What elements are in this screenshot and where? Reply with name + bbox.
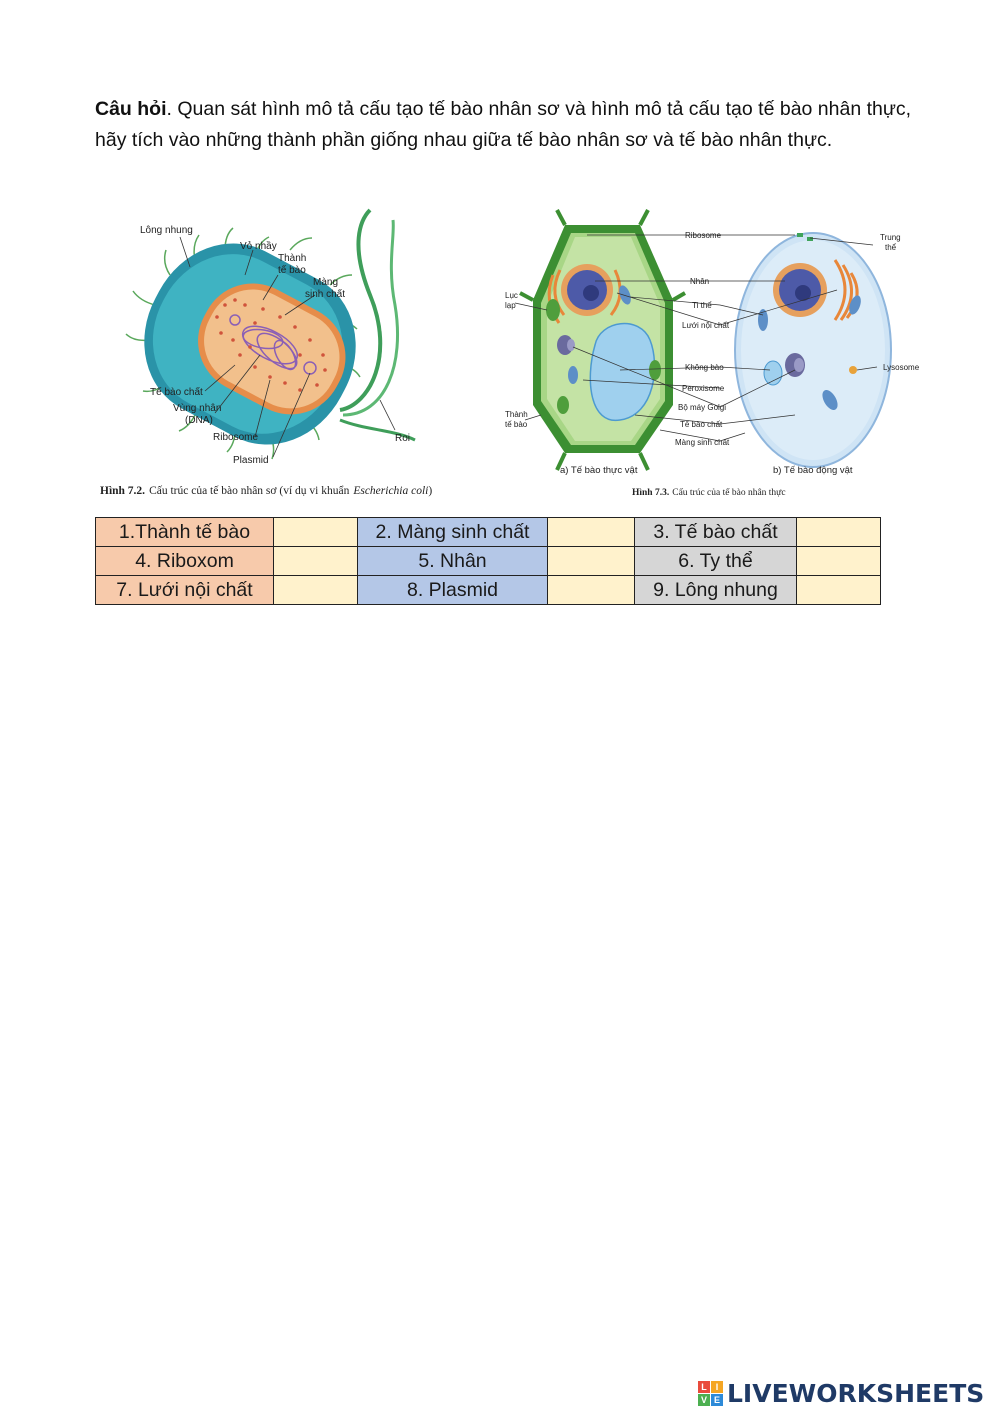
answer-checkbox[interactable] [547,517,635,547]
label-e-golgi: Bộ máy Golgi [678,403,726,412]
label-e-lap: lạp [505,301,516,310]
answer-checkbox[interactable] [796,546,881,576]
table-row: 7. Lưới nội chất 8. Plasmid 9. Lông nhun… [95,575,881,605]
figure-left-caption: Hình 7.2.Cấu trúc của tế bào nhân sơ (ví… [100,484,432,497]
question-text: Câu hỏi. Quan sát hình mô tả cấu tạo tế … [95,94,945,156]
answer-checkbox[interactable] [547,546,635,576]
prokaryote-diagram: Lông nhung Vỏ nhầy Thành tế bào Màng sin… [100,208,432,497]
label-sub-b: b) Tế bào động vật [773,465,853,476]
answer-checkbox[interactable] [273,517,358,547]
label-e-trung: Trung [880,233,901,242]
label-vung-nhan: Vùng nhân [173,403,221,414]
item-label: 2. Màng sinh chất [357,517,548,547]
label-long-nhung: Lông nhung [140,225,193,236]
cell-diagram-svg: Lông nhung Vỏ nhầy Thành tế bào Màng sin… [100,208,920,498]
label-e-nhan: Nhân [690,277,709,286]
figure-right-caption: Hình 7.3.Cấu trúc của tế bào nhân thực [632,487,786,498]
item-label: 9. Lông nhung [634,575,797,605]
logo-text: LIVEWORKSHEETS [727,1378,985,1408]
item-label: 1.Thành tế bào [95,517,274,547]
question-body: . Quan sát hình mô tả cấu tạo tế bào nhâ… [95,98,912,151]
table-row: 1.Thành tế bào 2. Màng sinh chất 3. Tế b… [95,517,881,547]
label-e-lysosome: Lysosome [883,363,920,372]
label-e-te-bao-chat: Tế bào chất [680,420,723,429]
item-label: 3. Tế bào chất [634,517,797,547]
label-roi: Roi [395,433,410,444]
liveworksheets-logo: L I V E LIVEWORKSHEETS [698,1378,984,1408]
item-label: 8. Plasmid [357,575,548,605]
label-sub-a: a) Tế bào thực vật [560,465,638,476]
label-e-thanh: Thành [505,410,528,419]
label-te-bao-chat: Tế bào chất [150,386,203,398]
answer-checkbox[interactable] [547,575,635,605]
label-ribosome: Ribosome [213,432,258,443]
cell-figures: Lông nhung Vỏ nhầy Thành tế bào Màng sin… [95,205,925,505]
label-te-bao: tế bào [278,264,306,276]
item-label: 7. Lưới nội chất [95,575,274,605]
item-label: 4. Riboxom [95,546,274,576]
label-e-ti-the: Ti thể [692,301,712,310]
label-e-mang-sinh-chat: Màng sinh chất [675,438,730,447]
table-row: 4. Riboxom 5. Nhân 6. Ty thể [95,546,881,576]
item-label: 6. Ty thể [634,546,797,576]
answer-checkbox[interactable] [796,517,881,547]
label-plasmid: Plasmid [233,455,269,466]
answer-table: 1.Thành tế bào 2. Màng sinh chất 3. Tế b… [95,517,881,605]
label-e-luoi-noi-chat: Lưới nội chất [682,321,730,330]
label-dna: (DNA) [185,415,213,426]
label-sinh-chat: sinh chất [305,288,345,300]
eukaryote-diagram: Ribosome Nhân Ti thể Lưới nội chất Không… [505,209,920,498]
label-e-khong-bao: Không bào [685,363,724,372]
label-e-the: thể [885,243,897,252]
answer-checkbox[interactable] [273,546,358,576]
question-lead: Câu hỏi [95,98,167,120]
label-e-ribosome: Ribosome [685,231,722,240]
label-vo-nhay: Vỏ nhầy [240,240,277,252]
label-mang: Màng [313,277,338,288]
answer-checkbox[interactable] [273,575,358,605]
label-e-te-bao: tế bào [505,420,528,429]
logo-mark-icon: L I V E [698,1380,723,1406]
item-label: 5. Nhân [357,546,548,576]
label-thanh: Thành [278,253,306,264]
label-e-luc: Lục [505,291,518,300]
answer-checkbox[interactable] [796,575,881,605]
label-e-peroxisome: Peroxisome [682,384,725,393]
